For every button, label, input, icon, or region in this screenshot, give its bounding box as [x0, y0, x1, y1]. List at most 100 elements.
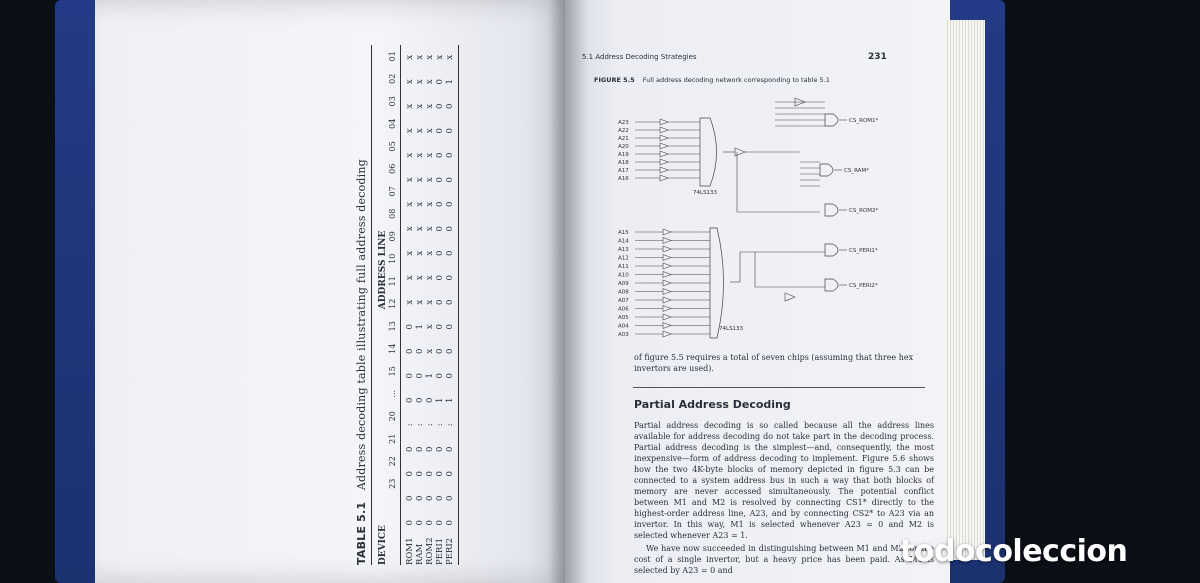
table-cell: x	[425, 324, 435, 330]
table-cell: 0	[435, 128, 445, 134]
table-cell: 0	[415, 373, 425, 379]
table-cell: 0	[435, 520, 445, 526]
table-cell: :	[415, 423, 425, 427]
device-name: PERI2	[445, 537, 455, 565]
column-header: 11	[388, 276, 397, 287]
table-cell: :	[405, 423, 415, 427]
table-cell: x	[415, 177, 425, 183]
table-cell: 0	[445, 446, 455, 452]
table-cell: 0	[405, 471, 415, 477]
table-cell: x	[405, 79, 415, 85]
table-cell: 0	[435, 201, 445, 207]
table-header: DEVICE ADDRESS LINE	[378, 45, 388, 565]
table-cell: x	[405, 299, 415, 305]
input-label: A20	[618, 144, 629, 150]
input-label: A04	[618, 324, 629, 330]
column-header: ...	[388, 389, 397, 398]
column-header: 10	[388, 253, 397, 264]
table-rotated-content: TABLE 5.1 Address decoding table illustr…	[355, 45, 462, 565]
table-cell: 0	[445, 471, 455, 477]
table-cell: x	[425, 250, 435, 256]
invertor-gate	[659, 158, 669, 166]
output-label: CS_PERI2*	[849, 283, 878, 289]
figure-label: FIGURE 5.5	[594, 76, 635, 84]
input-label: A07	[618, 298, 629, 304]
invertor-gate	[662, 262, 672, 270]
table-rule-bottom	[458, 45, 459, 565]
table-cell: x	[425, 54, 435, 60]
device-header: DEVICE	[378, 525, 388, 565]
column-header: 01	[388, 51, 397, 62]
column-header: 14	[388, 343, 397, 354]
table-cell: x	[405, 250, 415, 256]
table-cell: 0	[435, 471, 445, 477]
table-caption: TABLE 5.1 Address decoding table illustr…	[355, 45, 368, 565]
input-label: A10	[618, 273, 629, 279]
table-cell: x	[425, 348, 435, 354]
table-cell: 0	[435, 324, 445, 330]
table-cell: 0	[405, 446, 415, 452]
table-cell: x	[425, 177, 435, 183]
table-cell: 0	[435, 446, 445, 452]
device-name: PERI1	[435, 537, 445, 565]
table-cell: x	[405, 177, 415, 183]
table-cell: 0	[445, 177, 455, 183]
table-cell: :	[425, 423, 435, 427]
input-label: A14	[618, 239, 629, 245]
column-header: 06	[388, 163, 397, 174]
table-cell: x	[425, 226, 435, 232]
table-cell: x	[425, 79, 435, 85]
invertor-gate	[662, 322, 672, 329]
table-cell: x	[425, 152, 435, 158]
table-cell: 0	[445, 250, 455, 256]
column-header: 21	[388, 433, 397, 444]
table-cell: x	[415, 103, 425, 109]
table-cell: 0	[445, 201, 455, 207]
circuit-svg: A23A22A21A20A19A18A17A1674LS133A15A14A13…	[618, 97, 878, 339]
table-cell: 0	[435, 250, 445, 256]
table-cell: x	[415, 226, 425, 232]
table-cell: 0	[425, 495, 435, 501]
table-cell: 0	[435, 348, 445, 354]
column-header: 13	[388, 321, 397, 332]
column-header: 07	[388, 186, 397, 197]
output-gate	[824, 113, 839, 127]
table-cell: 0	[415, 348, 425, 354]
text-before-rule: of figure 5.5 requires a total of seven …	[634, 353, 914, 373]
table-cell: 0	[435, 152, 445, 158]
table-cell: 0	[445, 275, 455, 281]
table-cell: :	[445, 423, 455, 427]
running-head: 5.1 Address Decoding Strategies	[582, 53, 697, 61]
table-cell: x	[415, 275, 425, 281]
input-label: A11	[618, 264, 629, 270]
output-label: CS_ROM2*	[849, 208, 878, 214]
input-label: A17	[618, 168, 629, 174]
invertor-gate	[662, 305, 672, 312]
invertor-gate	[659, 150, 669, 158]
table-cell: 0	[425, 446, 435, 452]
output-label: CS_RAM*	[844, 168, 869, 174]
table-rule-mid	[400, 45, 401, 565]
table-cell: x	[415, 54, 425, 60]
table-cell: x	[405, 128, 415, 134]
table-cell: 0	[415, 520, 425, 526]
table-cell: x	[415, 128, 425, 134]
table-cell: 0	[435, 275, 445, 281]
table-cell: x	[405, 103, 415, 109]
table-cell: x	[415, 201, 425, 207]
table-cell: x	[435, 54, 445, 60]
column-header: 23	[388, 478, 397, 489]
table-cell: x	[415, 79, 425, 85]
paragraph-1: Partial address decoding is so called be…	[634, 421, 934, 540]
output-gate	[824, 278, 839, 292]
invertor-gate	[662, 279, 672, 287]
table-cell: x	[405, 54, 415, 60]
invertor-gate	[662, 254, 672, 261]
table-cell: 1	[415, 324, 425, 330]
paragraph-2: We have now succeeded in distinguishing …	[634, 544, 934, 575]
